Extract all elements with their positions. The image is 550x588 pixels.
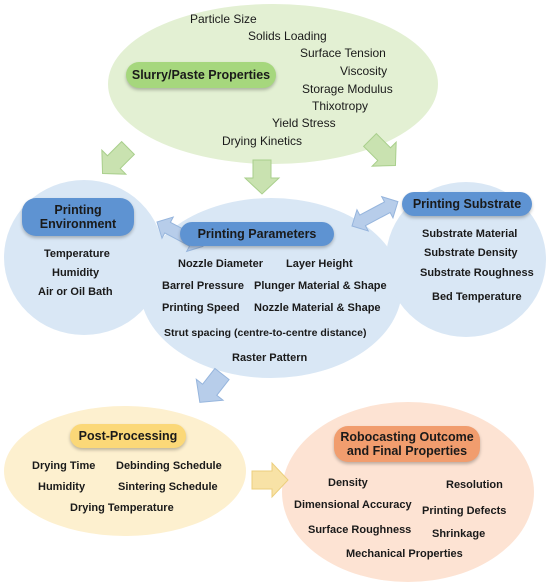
arrow-parameters-substrate	[351, 195, 399, 232]
environment-item: Air or Oil Bath	[38, 286, 113, 298]
environment-item: Humidity	[52, 267, 100, 279]
slurry-item: Particle Size	[190, 12, 257, 26]
parameters-item: Strut spacing (centre-to-centre distance…	[164, 327, 367, 339]
outcome-title-line1: Robocasting Outcome	[340, 429, 474, 444]
slurry-title: Slurry/Paste Properties	[126, 62, 276, 88]
arrow-post-processing-to-outcome	[251, 461, 289, 499]
substrate-item: Substrate Roughness	[420, 267, 534, 279]
parameters-item: Nozzle Diameter	[178, 258, 263, 270]
outcome-item: Density	[328, 477, 368, 489]
substrate-item: Substrate Density	[424, 247, 518, 259]
post-processing-item: Drying Time	[32, 460, 96, 472]
outcome-title-line2: and Final Properties	[346, 444, 468, 458]
slurry-item: Storage Modulus	[302, 82, 393, 96]
arrow-slurry-to-parameters	[243, 159, 281, 195]
parameters-item: Printing Speed	[162, 302, 240, 314]
outcome-item: Surface Roughness	[308, 524, 412, 536]
outcome-item: Shrinkage	[432, 528, 486, 540]
environment-item: Temperature	[44, 248, 110, 260]
slurry-item: Surface Tension	[300, 46, 386, 60]
parameters-item: Plunger Material & Shape	[254, 280, 387, 292]
parameters-item: Raster Pattern	[232, 352, 308, 364]
substrate-item: Substrate Material	[422, 228, 518, 240]
outcome-item: Resolution	[446, 479, 503, 491]
post-processing-title: Post-Processing	[70, 424, 186, 448]
arrow-slurry-to-environment	[101, 140, 136, 175]
parameters-title: Printing Parameters	[180, 222, 334, 246]
parameters-item: Nozzle Material & Shape	[254, 302, 381, 314]
slurry-item: Drying Kinetics	[222, 134, 303, 148]
substrate-item: Bed Temperature	[432, 291, 522, 303]
outcome-title: Robocasting Outcome and Final Properties	[334, 426, 480, 462]
slurry-item: Solids Loading	[248, 29, 327, 43]
parameters-item: Layer Height	[286, 258, 353, 270]
post-processing-item: Sintering Schedule	[118, 481, 218, 493]
environment-title-line2: Environment	[39, 217, 117, 231]
parameters-item: Barrel Pressure	[162, 280, 244, 292]
outcome-item: Mechanical Properties	[346, 548, 463, 560]
slurry-item: Thixotropy	[312, 99, 369, 113]
environment-title-line1: Printing	[54, 202, 102, 217]
outcome-item: Printing Defects	[422, 505, 507, 517]
arrow-parameters-to-post-processing	[195, 367, 230, 403]
post-processing-item: Drying Temperature	[70, 502, 174, 514]
arrow-slurry-to-substrate	[362, 132, 397, 167]
substrate-title: Printing Substrate	[402, 192, 532, 216]
outcome-item: Dimensional Accuracy	[294, 499, 412, 511]
environment-title: Printing Environment	[22, 198, 134, 236]
slurry-item: Yield Stress	[272, 116, 336, 130]
post-processing-item: Humidity	[38, 481, 86, 493]
post-processing-item: Debinding Schedule	[116, 460, 222, 472]
slurry-item: Viscosity	[340, 64, 388, 78]
